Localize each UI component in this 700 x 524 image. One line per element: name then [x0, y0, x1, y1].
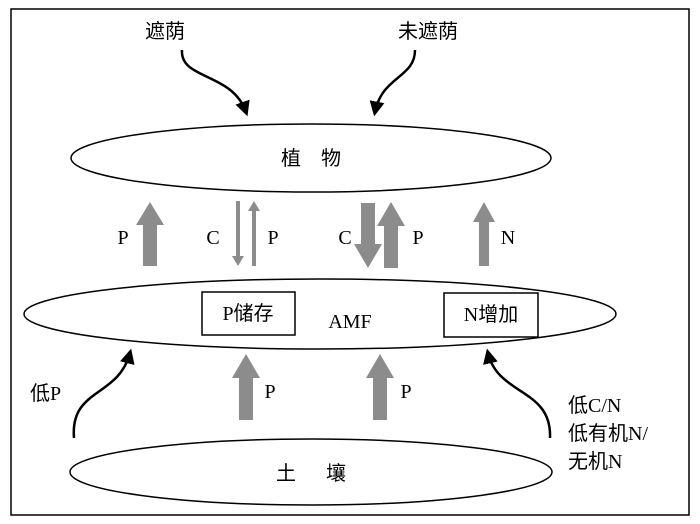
c-down-arrow-2	[354, 203, 382, 268]
p-up-arrow-thin	[248, 201, 260, 266]
shade-arrow	[180, 49, 250, 117]
soil-p-arrow-2	[366, 354, 394, 420]
p-storage-box	[201, 291, 296, 336]
soil-ellipse	[69, 438, 553, 506]
c-down-label-2: C	[338, 227, 351, 249]
amf-ellipse	[23, 278, 617, 350]
c-down-arrow-1	[232, 201, 244, 266]
c-down-label-1: C	[206, 227, 219, 249]
amf-label: AMF	[328, 311, 371, 333]
n-increase-label: N增加	[464, 303, 518, 326]
plant-label: 植 物	[281, 147, 341, 170]
n-up-label: N	[501, 227, 515, 249]
p-storage-label: P储存	[222, 302, 273, 325]
no-shade-arrow	[369, 49, 417, 117]
soil-p-label-1: P	[264, 381, 275, 403]
low-p-arrow	[72, 348, 135, 439]
soil-p-label-2: P	[400, 381, 411, 403]
outer-border	[10, 8, 690, 516]
soil-p-arrow-1	[232, 354, 260, 420]
n-up-arrow	[473, 202, 495, 266]
p-up-label-3: P	[412, 227, 423, 249]
p-up-arrow-1	[136, 202, 164, 266]
low-cn-arrow	[483, 348, 552, 439]
p-up-label-1: P	[117, 227, 128, 249]
p-up-arrow-3	[377, 202, 405, 268]
low-cn-label-line1: 低C/N	[568, 394, 621, 417]
shade-label: 遮荫	[145, 20, 185, 43]
p-up-label-2: P	[267, 227, 278, 249]
n-increase-box	[443, 292, 539, 338]
no-shade-label: 未遮荫	[398, 20, 458, 43]
low-cn-label-line2: 低有机N/	[568, 422, 648, 445]
diagram-canvas: 遮荫 未遮荫 植 物 P C P C P N AMF P储存 N增加 P P 低…	[10, 8, 690, 516]
plant-ellipse	[70, 123, 552, 193]
low-cn-label-line3: 无机N	[568, 450, 622, 473]
low-p-label: 低P	[30, 382, 61, 405]
soil-label: 土 壤	[276, 462, 346, 485]
